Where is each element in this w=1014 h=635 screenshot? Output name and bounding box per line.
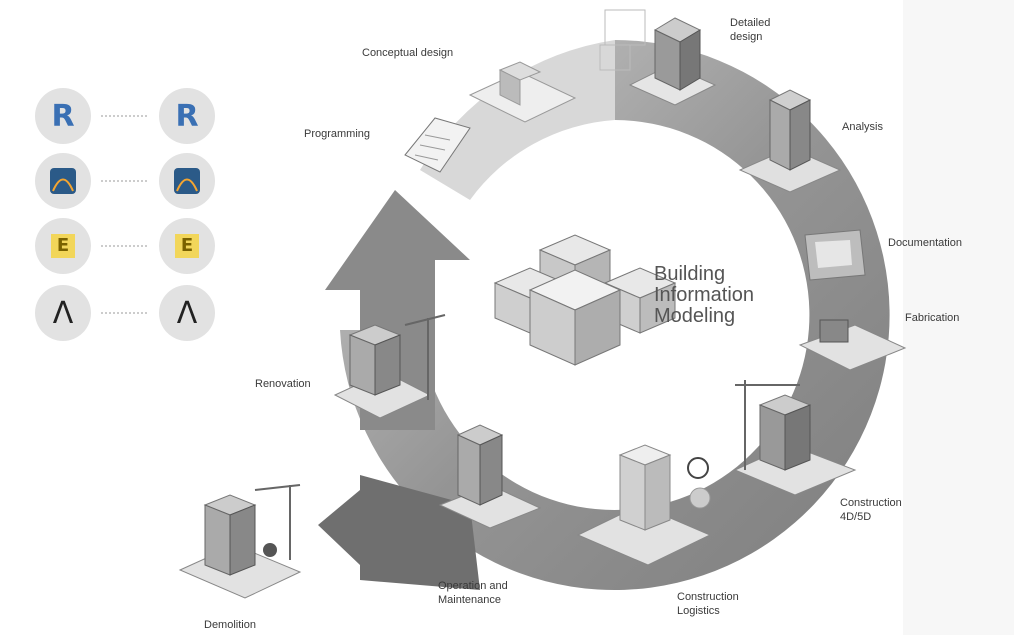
exchange-arrow-icon xyxy=(101,245,149,247)
analysis-building xyxy=(738,89,842,193)
bim-title-line3: Modeling xyxy=(654,305,736,327)
construction-building xyxy=(733,380,857,496)
construction-logistics-building xyxy=(576,444,712,566)
exchange-arrow-icon xyxy=(101,115,149,117)
documentation-image xyxy=(804,229,866,281)
lambda-glyph: Λ xyxy=(176,295,198,331)
revit-icon: R xyxy=(35,88,91,144)
renovation-building xyxy=(333,314,446,419)
right-panel xyxy=(903,0,1014,635)
app-row-revit: R R xyxy=(35,88,215,144)
revit-icon: R xyxy=(159,88,215,144)
demolition-building xyxy=(178,484,302,599)
label-construction-4d5d: Construction 4D/5D xyxy=(840,497,902,523)
exchange-arrow-icon xyxy=(101,312,149,314)
ring-top-highlight xyxy=(420,40,615,200)
bim-title: Building Information Modeling xyxy=(654,264,754,327)
revit-glyph: R xyxy=(175,98,199,134)
label-operation-maintenance: Operation and Maintenance xyxy=(438,580,508,606)
exchange-arrow-icon xyxy=(101,180,149,182)
demolition-arrow xyxy=(318,475,480,590)
bim-cubes-icon xyxy=(493,234,677,366)
label-construction-logistics: Construction Logistics xyxy=(677,591,739,617)
app-row-etabs: E E xyxy=(35,218,215,274)
etabs-glyph: E xyxy=(175,234,199,258)
archicad-icon xyxy=(35,153,91,209)
label-renovation: Renovation xyxy=(255,378,311,390)
label-fabrication: Fabrication xyxy=(905,312,960,324)
lambda-icon: Λ xyxy=(159,285,215,341)
archicad-icon xyxy=(159,153,215,209)
app-row-archicad xyxy=(35,153,215,209)
app-row-lambda: Λ Λ xyxy=(35,285,215,341)
conceptual-design-building xyxy=(468,61,577,123)
bim-title-line1: Building xyxy=(654,263,726,285)
etabs-icon: E xyxy=(159,218,215,274)
archicad-glyph xyxy=(174,168,200,194)
label-documentation: Documentation xyxy=(888,237,962,249)
label-conceptual-design: Conceptual design xyxy=(362,47,454,59)
lambda-glyph: Λ xyxy=(52,295,74,331)
operation-maintenance-building xyxy=(438,424,542,529)
label-detailed-design: Detailed design xyxy=(730,17,771,43)
label-analysis: Analysis xyxy=(842,121,883,133)
programming-clipboard xyxy=(404,117,471,173)
revit-glyph: R xyxy=(51,98,75,134)
bim-title-line2: Information xyxy=(654,284,755,306)
fabrication-image xyxy=(798,319,907,371)
detailed-design-building xyxy=(599,9,717,106)
label-programming: Programming xyxy=(304,128,371,140)
archicad-glyph xyxy=(50,168,76,194)
label-demolition: Demolition xyxy=(204,619,256,631)
etabs-glyph: E xyxy=(51,234,75,258)
etabs-icon: E xyxy=(35,218,91,274)
lambda-icon: Λ xyxy=(35,285,91,341)
